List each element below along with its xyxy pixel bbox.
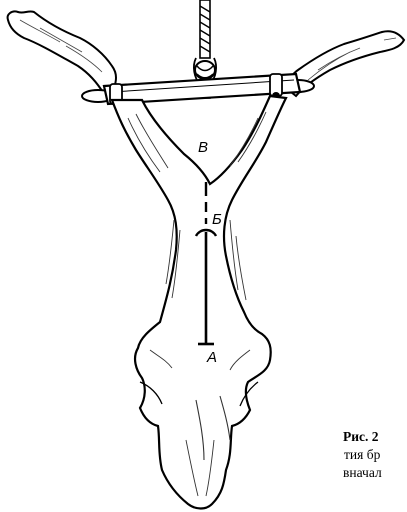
point-label-v: В <box>198 139 208 156</box>
carcass-body <box>112 96 286 509</box>
caption-line-3: вначал <box>343 464 407 482</box>
point-label-b: Б <box>212 211 222 228</box>
point-label-a: А <box>206 349 217 366</box>
left-hind-leg <box>8 11 116 94</box>
caption-line-1: Рис. 2 <box>343 428 407 446</box>
caption-line-2: тия бр <box>344 446 407 464</box>
figure-caption: Рис. 2 тия бр вначал <box>343 428 407 482</box>
